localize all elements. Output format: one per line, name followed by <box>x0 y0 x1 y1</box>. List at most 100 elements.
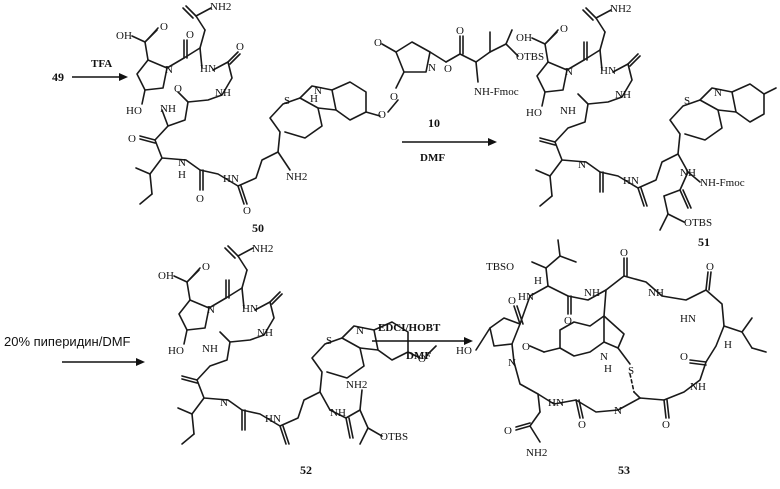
c53-n-pro: N <box>508 357 516 369</box>
c53-o-5: O <box>662 419 670 431</box>
structure-10 <box>382 30 518 88</box>
c53-nh-3: NH <box>690 381 706 393</box>
c52-indole-n: N <box>356 325 364 337</box>
c53-h-2: H <box>724 339 732 351</box>
c50-nh-1: NH <box>215 87 231 99</box>
c10-otbs: OTBS <box>516 51 544 63</box>
arrow-step1 <box>72 73 128 81</box>
reagent-piperidine: 20% пиперидин/DMF <box>4 334 131 349</box>
c50-o-5: O <box>196 193 204 205</box>
c50-n-3: N <box>178 157 186 169</box>
compound-49-label: 49 <box>52 70 64 84</box>
arrow-step4 <box>372 337 473 345</box>
c53-hn-1: HN <box>518 291 534 303</box>
c53-o-7: O <box>504 425 512 437</box>
c50-nh2-top: NH2 <box>210 1 231 13</box>
reagent-tfa: TFA <box>91 58 112 70</box>
c50-nh2-low: NH2 <box>286 171 307 183</box>
c10-o-1: O <box>374 37 382 49</box>
c52-hn-4: HN <box>265 413 281 425</box>
c50-o-2: O <box>236 41 244 53</box>
c52-acid-oh: OH <box>158 270 174 282</box>
c10-o-4: O <box>456 25 464 37</box>
c10-nh-fmoc: NH-Fmoc <box>474 86 519 98</box>
c50-acid-oh: OH <box>116 30 132 42</box>
c52-n-pro: N <box>207 304 215 316</box>
c53-o-8: O <box>508 295 516 307</box>
c51-nh-1: NH <box>615 89 631 101</box>
c50-acid-o: O <box>160 21 168 33</box>
c53-indole-h: H <box>604 363 612 375</box>
c52-acid-o: O <box>202 261 210 273</box>
structure-51 <box>532 8 776 230</box>
arrow-step2 <box>402 138 497 146</box>
arrow-step3 <box>62 358 145 366</box>
c51-s: S <box>684 95 690 107</box>
c50-s: S <box>284 95 290 107</box>
c10-o-2: O <box>390 91 398 103</box>
c52-n-3: N <box>220 397 228 409</box>
c53-h-1: H <box>534 275 542 287</box>
c51-n-pro: N <box>565 66 573 78</box>
c53-nh-1: NH <box>584 287 600 299</box>
c52-hn-1: HN <box>242 303 258 315</box>
c52-nh-2: NH <box>202 343 218 355</box>
c53-nh-2: NH <box>648 287 664 299</box>
c53-o-4: O <box>680 351 688 363</box>
compound-10-label: 10 <box>428 116 440 130</box>
compound-51-label: 51 <box>698 235 710 249</box>
c53-indole-n: N <box>600 351 608 363</box>
c51-acid-o: O <box>560 23 568 35</box>
c51-indole-n: N <box>714 87 722 99</box>
c52-ho: HO <box>168 345 184 357</box>
c52-nh2-top: NH2 <box>252 243 273 255</box>
reagent-dmf-1: DMF <box>420 152 445 164</box>
c53-tbso: TBSO <box>486 261 514 273</box>
c53-ome-o: O <box>522 341 530 353</box>
c51-ho: HO <box>526 107 542 119</box>
c50-o-4: O <box>128 133 136 145</box>
c53-s: S <box>628 365 634 377</box>
c51-otbs: OTBS <box>684 217 712 229</box>
c50-o-6: O <box>243 205 251 217</box>
c50-hn-1: HN <box>200 63 216 75</box>
c50-ome-o: O <box>378 109 386 121</box>
c53-o-3: O <box>706 261 714 273</box>
c50-indole-n: N <box>314 85 322 97</box>
c51-nh-fmoc: NH-Fmoc <box>700 177 745 189</box>
c52-nh2-thr: NH2 <box>346 379 367 391</box>
c53-hn-2: HN <box>680 313 696 325</box>
compound-52-label: 52 <box>300 463 312 477</box>
c51-hn-1: HN <box>600 65 616 77</box>
c53-h2n: NH2 <box>526 447 547 459</box>
c52-otbs: OTBS <box>380 431 408 443</box>
c50-o-3: O <box>174 83 182 95</box>
compound-50-label: 50 <box>252 221 264 235</box>
c53-ho: HO <box>456 345 472 357</box>
c52-nh-1: NH <box>257 327 273 339</box>
c51-nh: NH <box>680 167 696 179</box>
c10-n: N <box>428 62 436 74</box>
c51-hn-4: HN <box>623 175 639 187</box>
c51-nh-2: NH <box>560 105 576 117</box>
c51-n-3: N <box>578 159 586 171</box>
c50-hn-4: HN <box>223 173 239 185</box>
c50-h-3: H <box>178 169 186 181</box>
c50-ho: HO <box>126 105 142 117</box>
c51-acid-oh: OH <box>516 32 532 44</box>
c53-n-1: N <box>614 405 622 417</box>
compound-53-label: 53 <box>618 463 630 477</box>
c50-o-1: O <box>186 29 194 41</box>
c53-o-1: O <box>564 315 572 327</box>
c53-o-2: O <box>620 247 628 259</box>
reagent-edci-hobt: EDCI/HOBT <box>378 322 441 334</box>
c10-o-3: O <box>444 63 452 75</box>
c52-s: S <box>326 335 332 347</box>
c50-n-pro: N <box>165 64 173 76</box>
reagent-dmf-2: DMF <box>406 350 431 362</box>
c50-nh-2: NH <box>160 103 176 115</box>
c51-nh2-top: NH2 <box>610 3 631 15</box>
c53-hn-3: HN <box>548 397 564 409</box>
c53-o-6: O <box>578 419 586 431</box>
